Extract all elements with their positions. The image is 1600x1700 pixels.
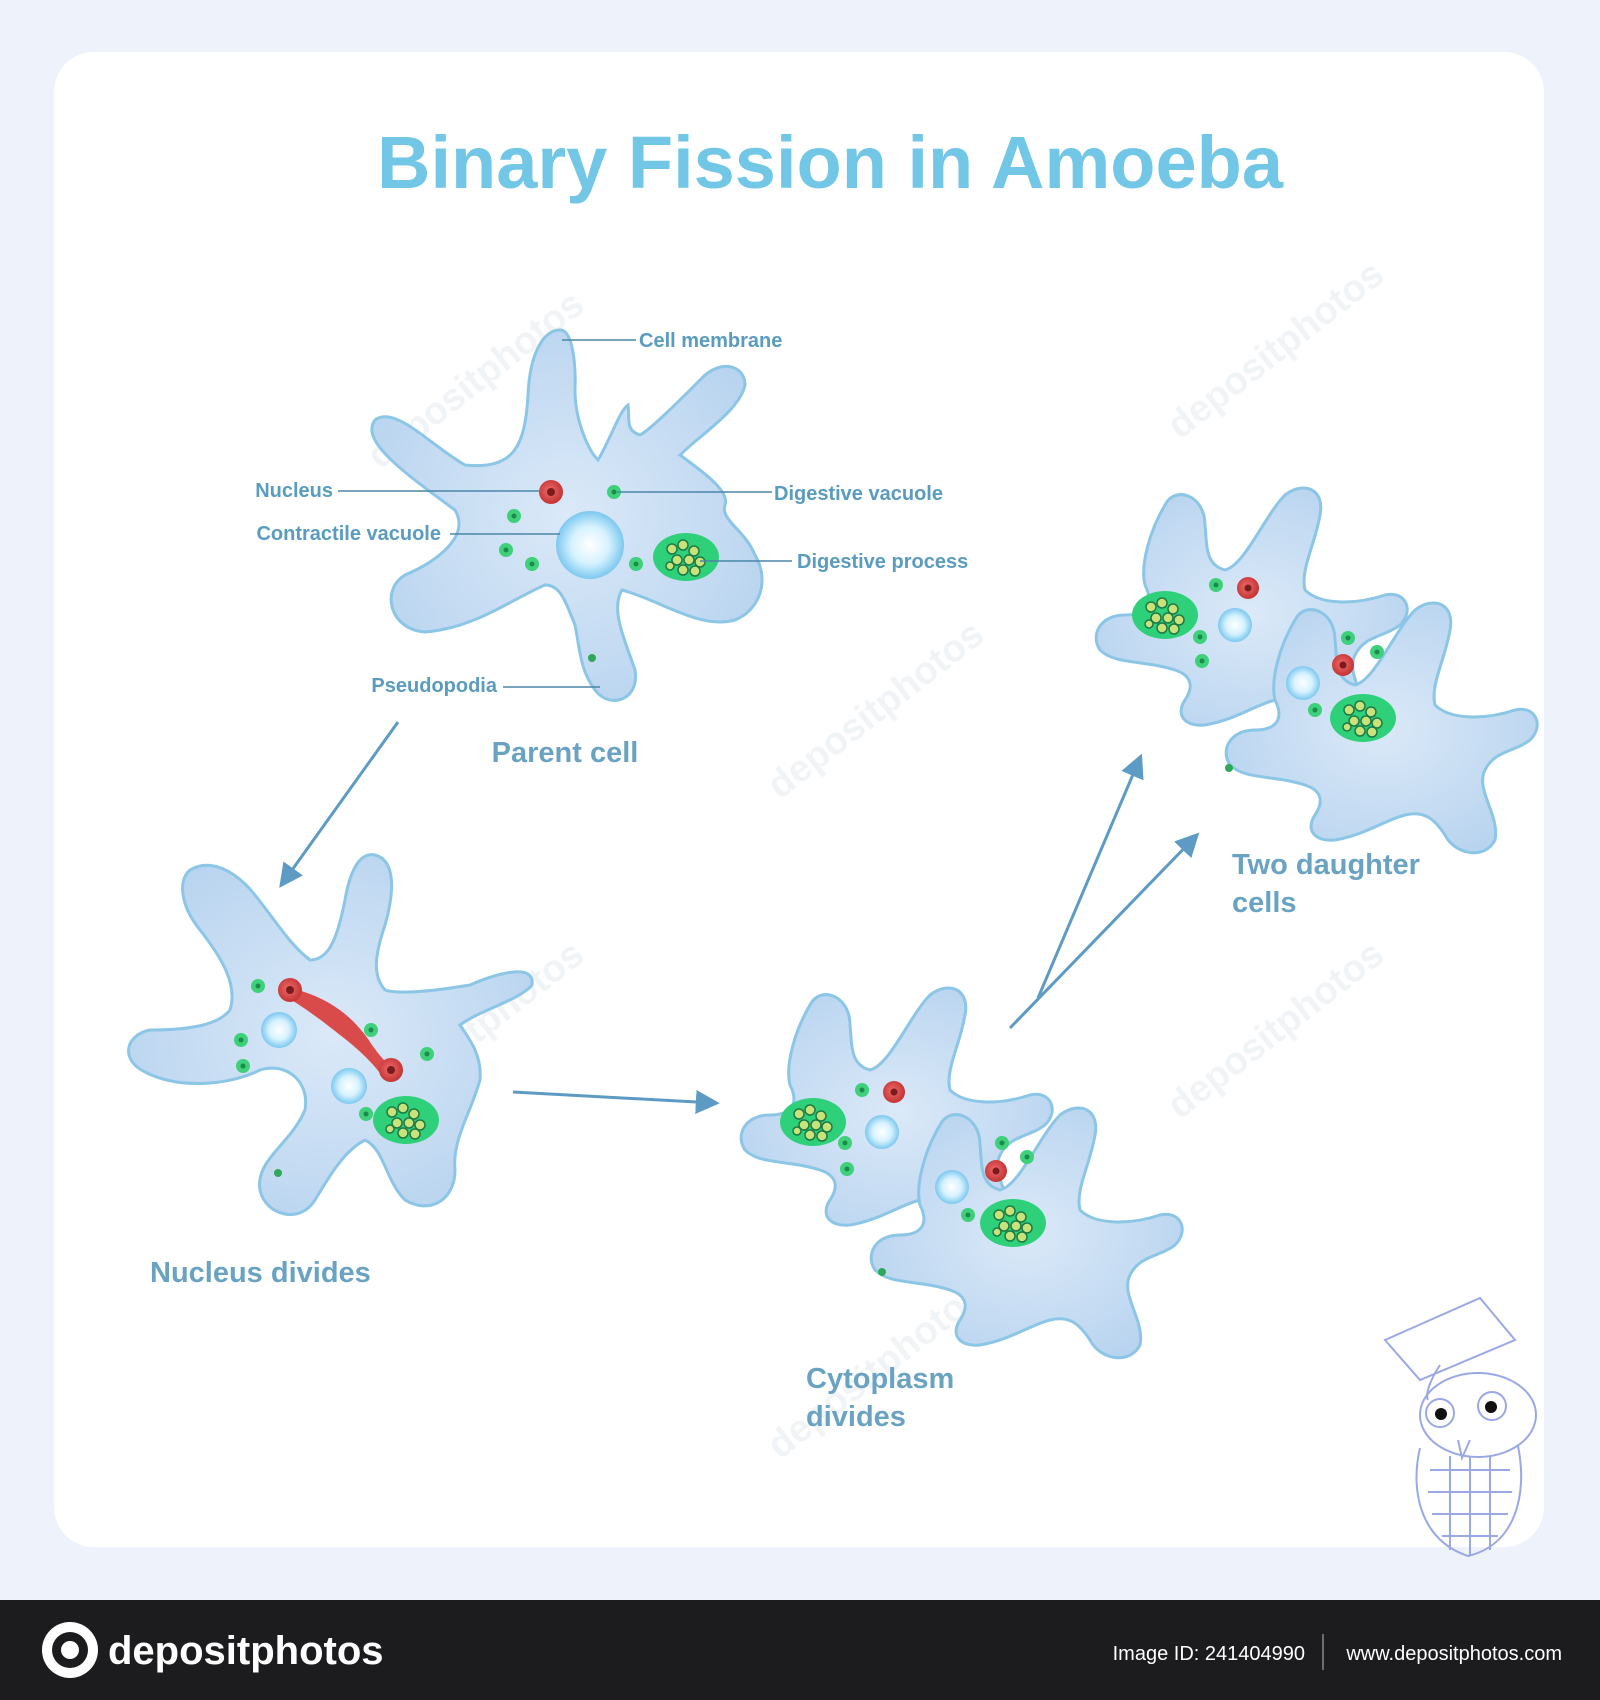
stage-label-daughter-line2: cells	[1232, 887, 1297, 919]
stage-label-daughter-line1: Two daughter	[1232, 849, 1420, 881]
arrow-to-daughter-top	[1036, 753, 1144, 999]
footer-brand: depositphotos	[108, 1629, 384, 1673]
arrow-nucleus-to-cytoplasm	[512, 1089, 720, 1114]
footer-bar	[0, 1600, 1600, 1700]
arrow-parent-to-nucleus	[279, 721, 400, 888]
arrow-to-daughter-bottom	[1008, 832, 1200, 1030]
contractile-vacuole-icon	[261, 1012, 297, 1048]
label-nucleus: Nucleus	[255, 480, 333, 502]
label-digestive-vacuole: Digestive vacuole	[774, 483, 943, 505]
label-pseudopodia: Pseudopodia	[371, 675, 497, 697]
cytoplasm-divides-cells	[739, 986, 1184, 1360]
owl-icon	[1383, 1296, 1537, 1558]
daughter-cells	[1094, 486, 1539, 855]
footer-logo-icon	[42, 1622, 98, 1678]
footer-url[interactable]: www.depositphotos.com	[1345, 1643, 1562, 1665]
stage-label-cytoplasm-line2: divides	[806, 1401, 906, 1433]
contractile-vacuole-icon	[935, 1170, 969, 1204]
label-digestive-process: Digestive process	[797, 551, 968, 573]
contractile-vacuole-icon	[1286, 666, 1320, 700]
process-arrows	[279, 721, 1200, 1114]
contractile-vacuole-icon	[865, 1115, 899, 1149]
nucleus-divides-cell	[127, 853, 534, 1216]
stage-label-parent: Parent cell	[492, 737, 639, 769]
stage-label-nucleus-divides: Nucleus divides	[150, 1257, 371, 1289]
footer-image-id: Image ID: 241404990	[1113, 1643, 1305, 1665]
label-contractile-vacuole: Contractile vacuole	[256, 523, 441, 545]
contractile-vacuole-icon	[1218, 608, 1252, 642]
parent-cell-labels: Cell membrane Nucleus Contractile vacuol…	[255, 330, 968, 769]
contractile-vacuole-icon	[331, 1068, 367, 1104]
diagram-title: Binary Fission in Amoeba	[377, 121, 1284, 204]
parent-cell	[370, 328, 764, 702]
stage-label-cytoplasm-line1: Cytoplasm	[806, 1363, 954, 1395]
label-cell-membrane: Cell membrane	[639, 330, 782, 352]
contractile-vacuole-icon	[556, 511, 624, 579]
